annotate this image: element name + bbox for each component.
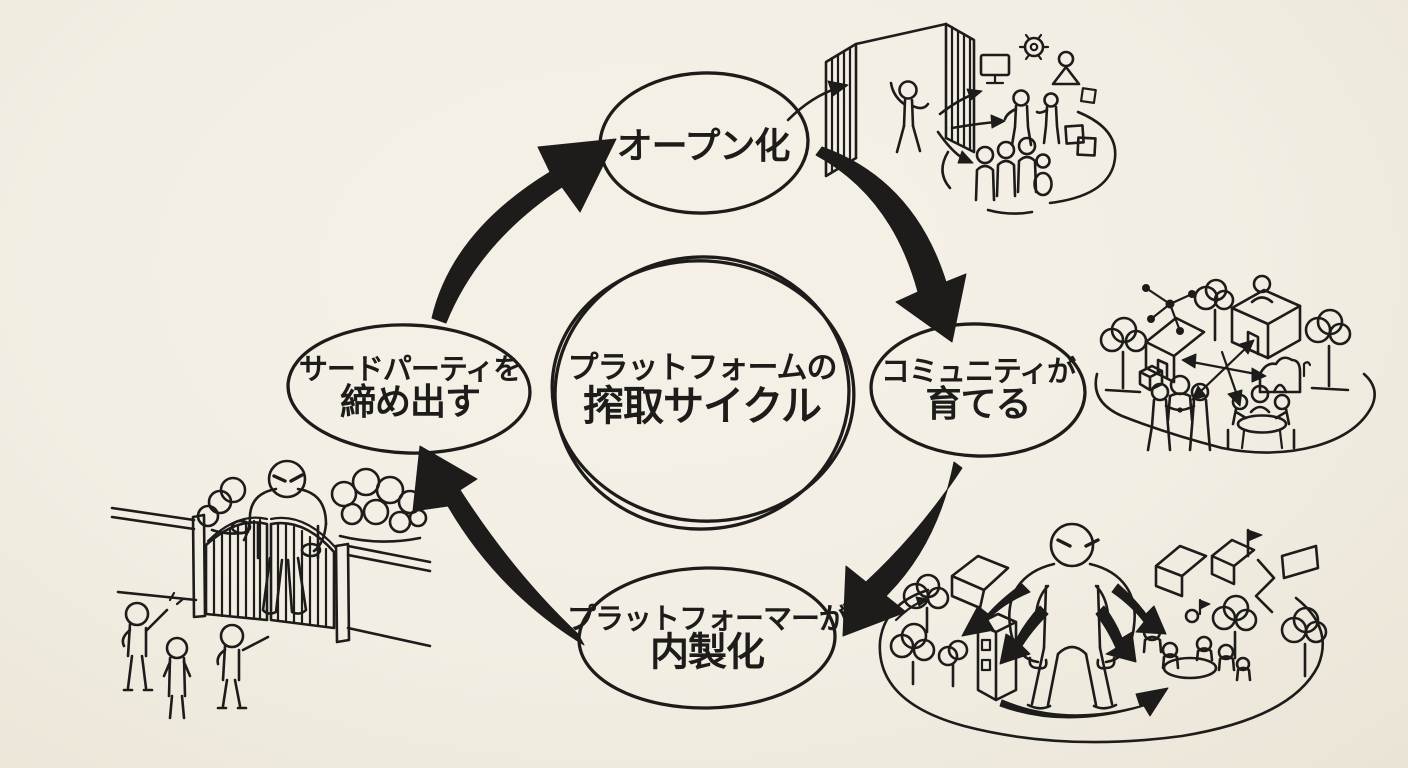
shutout-node-ellipse [286,323,532,455]
giant-figure-icon [1008,522,1136,710]
open-door-illustration [824,22,1117,215]
right-village-icons [1142,528,1328,682]
people-at-table-icons [1226,384,1296,450]
center-circle [550,255,856,531]
person-triangle-icon [1051,50,1081,86]
cycle-arrow-internalize-to-shutout [412,445,585,646]
cycle-arrow-shutout-to-open [431,138,617,324]
territory-outline [878,588,1325,744]
takeover-arrow [999,605,1049,665]
small-square-icon [1079,87,1097,105]
fence-gate-icon [110,506,432,648]
crowd-icons [974,136,1053,202]
cube-icon [1138,364,1164,392]
cycle-arrow-community-to-internalize [842,461,963,637]
village-outline [1094,372,1376,454]
left-village-icons [889,554,1018,702]
takeover-arrow [1111,583,1167,635]
stacked-squares-icon [1064,124,1097,157]
takeover-arrow-bottom [999,687,1169,719]
cycle-arrow-open-to-community [815,146,967,343]
scene-outline [1048,110,1117,205]
shutout-node-label: サードパーティを 締め出す [298,351,522,424]
center-title: プラットフォームの 搾取サイクル [567,350,837,430]
handshake-people-icons [1146,374,1212,452]
open-node-label: オープン化 [616,126,791,168]
welcoming-person-icon [889,80,930,154]
tree-icon [1193,278,1235,342]
gatekeeper-illustration [110,459,432,720]
talking-people-icons [1003,89,1061,147]
tree-icon [1304,308,1352,392]
exchange-arrows-icon [1181,339,1267,407]
takeover-arrow [961,583,1031,637]
small-house-icon [1258,356,1302,394]
house-icon [1144,316,1206,384]
monitor-icon [979,53,1011,85]
gear-icon [1018,33,1050,61]
takeover-arrow [1095,605,1137,663]
network-icon [1142,284,1196,335]
doodle-mark [1302,361,1312,378]
internalize-node-label: プラットフォーマーが 内製化 [566,601,848,676]
community-node-label: コミュニティが 育てる [880,353,1076,426]
protesting-people-icons [121,591,270,720]
platform-giant-illustration [878,522,1328,744]
community-village-illustration [1094,274,1376,454]
community-node-ellipse [869,322,1087,458]
